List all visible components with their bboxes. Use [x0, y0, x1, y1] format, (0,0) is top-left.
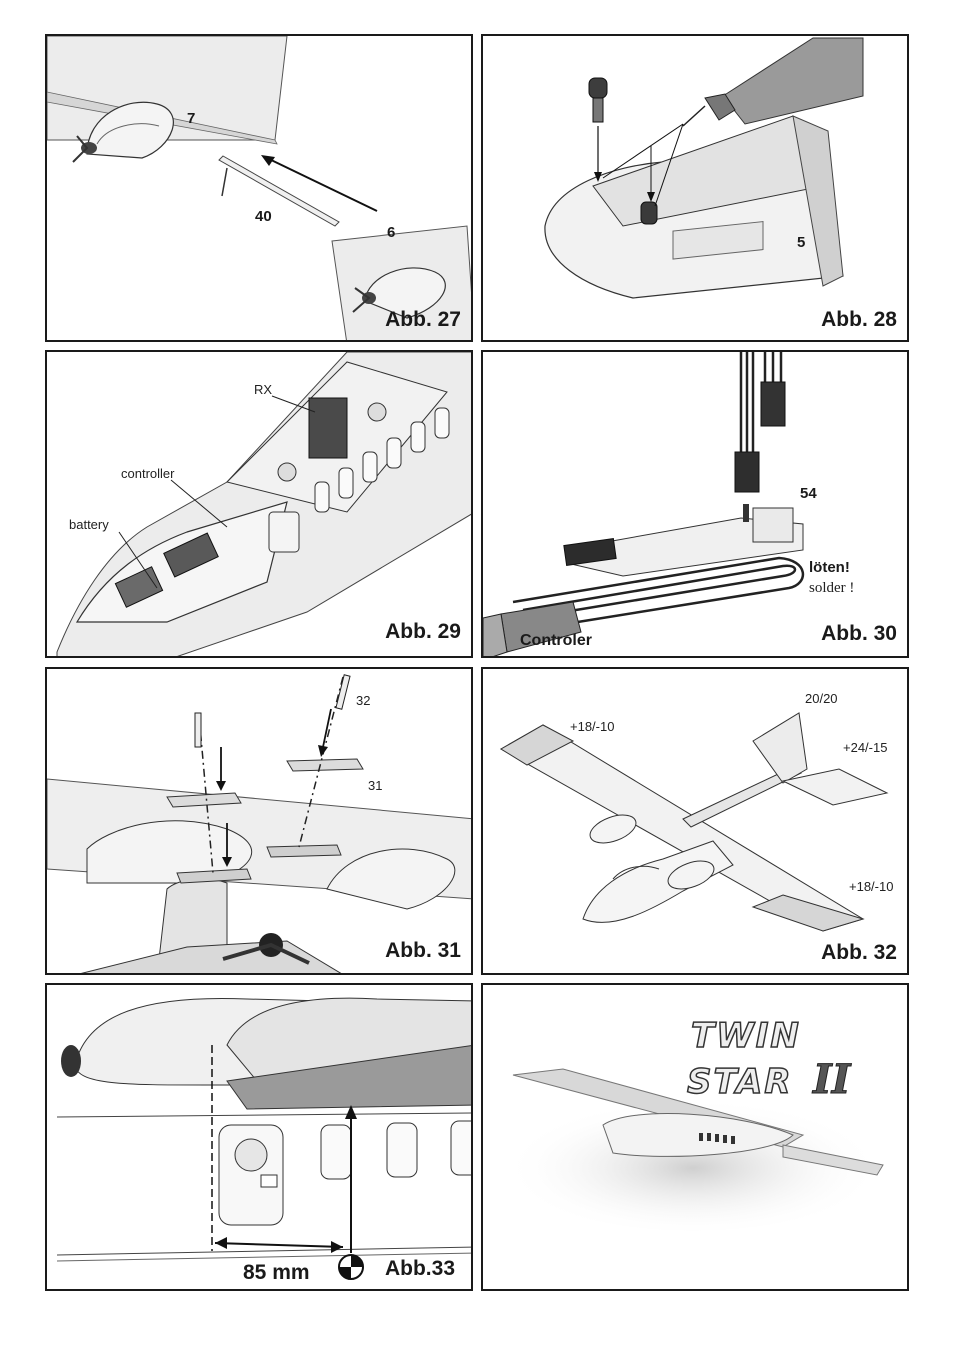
figure-label-31: Abb. 31 [385, 939, 461, 962]
svg-text:II: II [812, 1056, 852, 1103]
figure-33: 85 mm Abb.33 [45, 983, 473, 1291]
figure-30: 54 löten! solder ! Controler Abb. 30 [481, 350, 909, 658]
svg-text:STAR: STAR [687, 1062, 793, 1102]
elevator-throw: +24/-15 [843, 740, 888, 755]
part-6-label: 6 [387, 224, 396, 241]
wing-assembly-drawing [47, 36, 471, 340]
svg-text:TWIN: TWIN [691, 1016, 801, 1056]
part-31-label: 31 [368, 778, 383, 793]
figure-29: RX controller battery Abb. 29 [45, 350, 473, 658]
solder-en-label: solder ! [809, 580, 855, 596]
float-assembly-drawing [544, 37, 864, 299]
rx-callout: RX [254, 382, 273, 397]
figure-27: 7 40 6 Abb. 27 [45, 34, 473, 342]
rudder-throw: 20/20 [805, 691, 838, 706]
figure-label-32: Abb. 32 [821, 941, 897, 964]
cg-distance-label: 85 mm [243, 1261, 310, 1284]
wing-right-throw: +18/-10 [849, 879, 894, 894]
controller-label: Controler [520, 632, 592, 649]
twin-star-logo-graphic: TWIN STAR II [686, 1015, 852, 1103]
solder-de-label: löten! [809, 559, 850, 576]
part-7-label: 7 [187, 110, 196, 127]
figure-label-29: Abb. 29 [385, 620, 461, 643]
wing-mount-drawing [47, 674, 471, 973]
battery-callout: battery [69, 517, 109, 532]
fuselage-interior-drawing [56, 352, 471, 656]
part-32-label: 32 [356, 693, 371, 708]
figure-label-28: Abb. 28 [821, 308, 897, 331]
twin-star-illustration: TWIN STAR II [503, 1015, 884, 1231]
wing-left-throw: +18/-10 [570, 719, 615, 734]
figure-31: 32 31 Abb. 31 [45, 667, 473, 975]
part-5-label: 5 [797, 234, 806, 251]
figure-label-27: Abb. 27 [385, 308, 461, 331]
figure-label-30: Abb. 30 [821, 622, 897, 645]
control-throws-drawing [499, 712, 889, 932]
figure-28: 5 Abb. 28 [481, 34, 909, 342]
part-54-label: 54 [800, 485, 817, 502]
center-of-gravity-drawing [56, 997, 471, 1280]
twin-star-panel: TWIN STAR II [481, 983, 909, 1291]
figure-32: +18/-10 20/20 +24/-15 +18/-10 Abb. 32 [481, 667, 909, 975]
controller-callout: controller [121, 466, 175, 481]
figure-label-33: Abb.33 [384, 1257, 455, 1280]
part-40-label: 40 [255, 208, 272, 225]
connector-soldering-drawing [483, 352, 805, 656]
